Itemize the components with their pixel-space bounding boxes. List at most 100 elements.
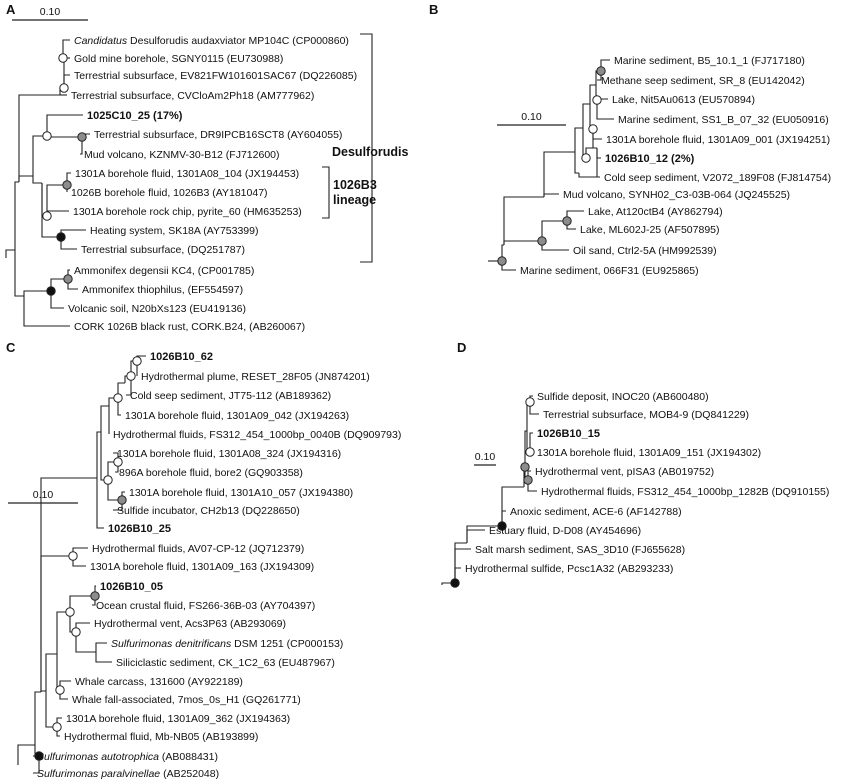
- tree-branch: [582, 103, 590, 128]
- bootstrap-node-white: [59, 83, 69, 93]
- bootstrap-node-black: [46, 286, 56, 296]
- bootstrap-node-black: [450, 578, 460, 588]
- leaf-label: Marine sediment, B5_10.1_1 (FJ717180): [614, 55, 805, 67]
- leaf-label: Hydrothermal vent, Acs3P63 (AB293069): [94, 618, 286, 630]
- tree-branch: [503, 196, 544, 245]
- leaf-label: Marine sediment, 066F31 (EU925865): [520, 265, 699, 277]
- bootstrap-node-gray: [562, 216, 572, 226]
- leaf-label-query: 1026B10_12 (2%): [605, 153, 695, 165]
- group-label-desulforudis: Desulforudis: [332, 145, 408, 159]
- tree-branch: [45, 691, 57, 728]
- tree-branch: [95, 652, 112, 663]
- tree-branch: [503, 240, 542, 245]
- bootstrap-node-gray: [596, 66, 606, 76]
- leaf-label: Terrestrial subsurface, DR9IPCB16SCT8 (A…: [94, 129, 342, 141]
- scale-bar-label: 0.10: [40, 6, 61, 18]
- tree-branch: [34, 691, 41, 745]
- leaf-label: Whale fall-associated, 7mos_0s_H1 (GQ261…: [72, 694, 301, 706]
- leaf-label: Mud volcano, SYNH02_C3-03B-064 (JQ245525…: [563, 189, 790, 201]
- desulforudis-bracket: [360, 33, 373, 263]
- tree-branch: [46, 114, 83, 136]
- leaf-label: Sulfurimonas autotrophica (AB088431): [37, 751, 218, 763]
- tree-branch: [46, 136, 82, 138]
- scale-bar-label: 0.10: [33, 489, 54, 501]
- tree-branch: [45, 653, 57, 691]
- panel-label: B: [429, 2, 438, 17]
- bootstrap-node-white: [132, 356, 142, 366]
- tree-branch: [578, 173, 600, 178]
- leaf-label: Terrestrial subsurface, MOB4-9 (DQ841229…: [543, 409, 749, 421]
- bootstrap-node-white: [525, 447, 535, 457]
- bootstrap-node-white: [103, 475, 113, 485]
- leaf-label: Siliciclastic sediment, CK_1C2_63 (EU487…: [116, 657, 335, 669]
- leaf-label: 896A borehole fluid, bore2 (GQ903358): [119, 467, 303, 479]
- bootstrap-node-gray: [63, 274, 73, 284]
- tree-branch: [529, 432, 533, 452]
- leaf-label: Hydrothermal vent, pISA3 (AB019752): [535, 466, 714, 478]
- bootstrap-node-white: [113, 457, 123, 467]
- bootstrap-node-white: [113, 393, 123, 403]
- tree-branch: [18, 175, 33, 182]
- bootstrap-node-white: [42, 131, 52, 141]
- tree-branch: [501, 244, 504, 261]
- tree-branch: [117, 382, 125, 398]
- leaf-label: Ocean crustal fluid, FS266-36B-03 (AY704…: [96, 600, 315, 612]
- tree-branch: [96, 478, 104, 529]
- tree-branch: [14, 250, 24, 297]
- tree-branch: [17, 744, 35, 765]
- tree-branch: [466, 529, 485, 543]
- lineage-bracket: [322, 166, 330, 219]
- leaf-label-query: 1025C10_25 (17%): [87, 110, 183, 122]
- bootstrap-node-white: [42, 211, 52, 221]
- group-label-1026b3: 1026B3: [333, 178, 377, 192]
- panel-label: A: [6, 2, 16, 17]
- tree-branch: [96, 431, 101, 478]
- tree-branch: [56, 611, 70, 654]
- leaf-label: Hydrothermal fluids, AV07-CP-12 (JQ71237…: [92, 543, 304, 555]
- tree-branch: [5, 249, 15, 258]
- bootstrap-node-gray: [537, 236, 547, 246]
- bootstrap-node-white: [58, 53, 68, 63]
- tree-branch: [69, 595, 95, 612]
- leaf-label: Lake, Nit5Au0613 (EU570894): [612, 94, 755, 106]
- panel-label: C: [6, 340, 16, 355]
- leaf-label: 1301A borehole rock chip, pyrite_60 (HM6…: [73, 206, 302, 218]
- leaf-label: 1026B borehole fluid, 1026B3 (AY181047): [71, 187, 268, 199]
- bootstrap-node-white: [581, 153, 591, 163]
- bootstrap-node-white: [71, 627, 81, 637]
- tree-branch: [23, 290, 51, 296]
- tree-branch: [596, 100, 614, 120]
- leaf-label-query: 1026B10_05: [100, 581, 163, 593]
- tree-branch: [126, 376, 132, 396]
- bootstrap-node-white: [68, 551, 78, 561]
- tree-branch: [40, 555, 73, 692]
- tree-branch: [50, 291, 64, 309]
- tree-branch: [574, 152, 579, 174]
- bootstrap-node-gray: [77, 132, 87, 142]
- leaf-label-query: 1026B10_62: [150, 351, 213, 363]
- leaf-label: CORK 1026B black rust, CORK.B24, (AB2600…: [74, 321, 305, 333]
- tree-branch: [543, 151, 575, 197]
- bootstrap-node-white: [55, 685, 65, 695]
- bootstrap-node-gray: [523, 475, 533, 485]
- leaf-label: Ammonifex degensii KC4, (CP001785): [74, 265, 254, 277]
- leaf-label: Gold mine borehole, SGNY0115 (EU730988): [74, 53, 283, 65]
- leaf-label: Terrestrial subsurface, CVCloAm2Ph18 (AM…: [71, 90, 314, 102]
- panel-label: D: [457, 340, 466, 355]
- tree-branch: [46, 184, 67, 216]
- leaf-label: 1301A borehole fluid, 1301A09_042 (JX194…: [125, 410, 349, 422]
- leaf-label-query: 1026B10_25: [108, 523, 171, 535]
- tree-branch: [32, 135, 47, 176]
- leaf-label: Anoxic sediment, ACE-6 (AF142788): [510, 506, 682, 518]
- leaf-label: Volcanic soil, N20bXs123 (EU419136): [68, 303, 246, 315]
- tree-branch: [100, 405, 109, 432]
- leaf-label: 1301A borehole fluid, 1301A09_163 (JX194…: [90, 561, 314, 573]
- leaf-label: Estuary fluid, D-D08 (AY454696): [489, 525, 641, 537]
- bootstrap-node-gray: [520, 462, 530, 472]
- tree-branch: [41, 183, 61, 238]
- bootstrap-node-white: [592, 95, 602, 105]
- leaf-label: Methane seep sediment, SR_8 (EU142042): [601, 75, 805, 87]
